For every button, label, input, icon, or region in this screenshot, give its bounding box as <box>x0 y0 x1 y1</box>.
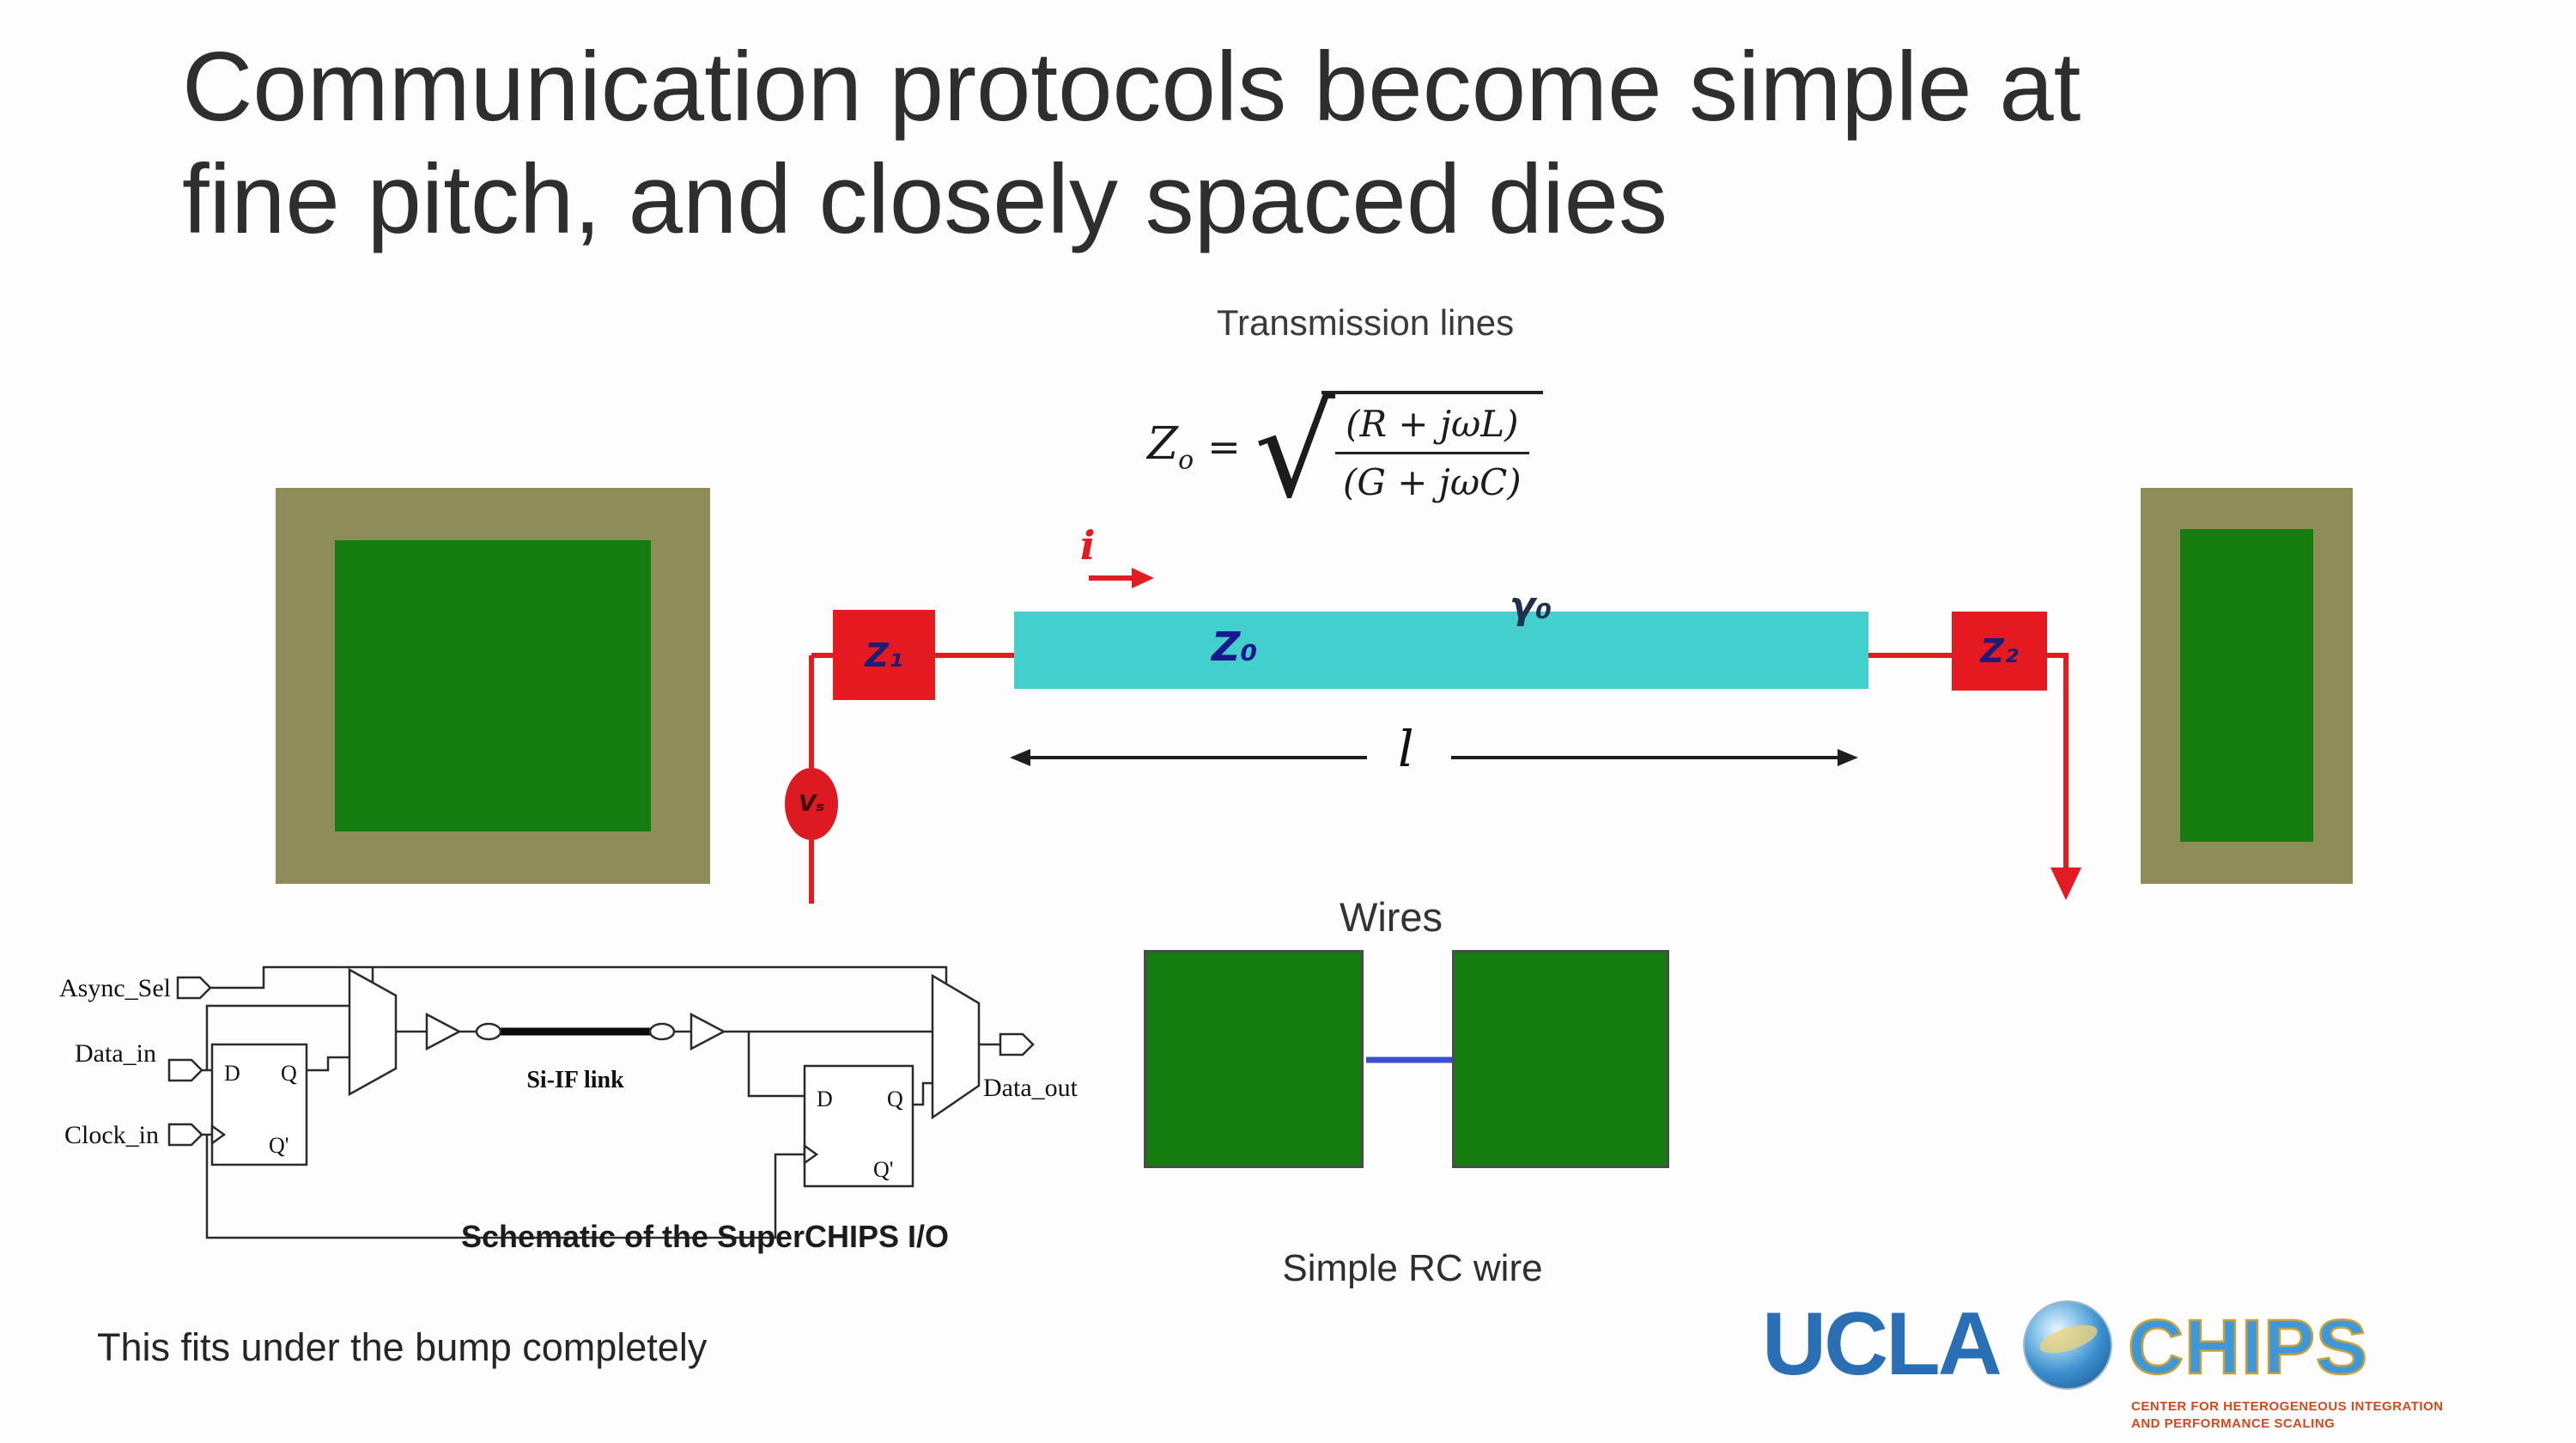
ff2-qbar-label: Q' <box>873 1157 893 1182</box>
gamma0-label: γ₀ <box>1510 584 1552 628</box>
data-in-port-icon <box>167 1058 204 1082</box>
transmission-lines-heading: Transmission lines <box>1216 302 1515 343</box>
slide-title-line1: Communication protocols become simple at <box>182 33 2081 142</box>
pad-oval-right-icon <box>648 1022 676 1041</box>
clock-in-port-icon <box>167 1123 204 1147</box>
formula-lhs: Zo <box>1147 418 1194 475</box>
load-wire <box>2047 653 2069 869</box>
data-out-label: Data_out <box>983 1074 1078 1102</box>
chips-logo-text: CHIPS <box>2127 1304 2369 1392</box>
superchips-io-schematic: Async_Sel Data_in Clock_in D Q Q' Si-IF … <box>59 965 1078 1254</box>
rc-wire-caption: Simple RC wire <box>1282 1247 1543 1289</box>
ff1-q-label: Q <box>281 1061 297 1086</box>
flip-flop-2 <box>803 1064 914 1188</box>
schematic-caption: Schematic of the SuperCHIPS I/O <box>461 1219 949 1254</box>
z0-label: Z₀ <box>1212 624 1258 670</box>
formula-equals: = <box>1207 423 1241 470</box>
length-arrowhead-left-icon <box>1010 749 1030 766</box>
clock-in-label: Clock_in <box>64 1121 159 1149</box>
z1-label: Z₁ <box>865 636 903 674</box>
async-select-rail <box>210 965 948 989</box>
slide-title-line2: fine pitch, and closely spaced dies <box>182 145 1668 255</box>
ff2-d-input-wire <box>747 1032 805 1098</box>
right-die <box>2141 488 2353 884</box>
flip-flop-2-clock-icon <box>803 1143 819 1166</box>
ff1-d-label: D <box>224 1061 240 1086</box>
ff1-q-to-mux1-wire <box>307 1056 349 1072</box>
mux-1 <box>348 967 398 1097</box>
formula-z: Z <box>1147 417 1179 470</box>
ff1-qbar-label: Q' <box>269 1133 289 1158</box>
globe-icon <box>2023 1300 2112 1390</box>
pad-oval-left-icon <box>475 1022 502 1041</box>
length-label: l <box>1398 720 1414 778</box>
ucla-logo-text: UCLA <box>1762 1294 2002 1394</box>
left-die <box>276 488 710 884</box>
rc-wire-left-die <box>1144 950 1364 1168</box>
chips-tagline-line1: CENTER FOR HETEROGENEOUS INTEGRATION <box>2131 1399 2444 1414</box>
z2-label: Z₂ <box>1980 632 2019 670</box>
source-impedance-box: Z₁ <box>833 610 935 700</box>
formula-numerator: (R + jωL) <box>1335 403 1529 454</box>
chips-tagline-line2: AND PERFORMANCE SCALING <box>2131 1416 2336 1432</box>
async-sel-label: Async_Sel <box>59 974 171 1002</box>
data-in-label: Data_in <box>75 1039 156 1068</box>
flip-flop-1 <box>210 1043 308 1166</box>
formula-fraction: (R + jωL) (G + jωC) <box>1321 390 1543 503</box>
impedance-formula: Zo = √ (R + jωL) (G + jωC) <box>1147 383 1543 515</box>
ff2-d-label: D <box>817 1087 833 1111</box>
data-bypass-wire <box>205 1004 349 1070</box>
mux-2 <box>931 973 981 1120</box>
current-label: i <box>1080 522 1096 569</box>
right-die-core <box>2180 529 2313 842</box>
formula-z-sub: o <box>1178 445 1194 476</box>
vsource-label: Vₛ <box>798 791 825 817</box>
rc-wire-right-die <box>1452 950 1669 1168</box>
wires-heading: Wires <box>1339 894 1443 940</box>
clock-distribution-wire <box>205 1135 805 1239</box>
load-arrowhead-icon <box>2050 868 2081 900</box>
transmission-line-bar: Z₀ <box>1014 612 1868 689</box>
flip-flop-1-clock-icon <box>210 1123 227 1146</box>
length-arrowhead-right-icon <box>1838 749 1858 766</box>
chips-logo-tagline: CENTER FOR HETEROGENEOUS INTEGRATION AND… <box>2131 1398 2444 1434</box>
voltage-source: Vₛ <box>785 768 838 840</box>
async-sel-port-icon <box>176 976 212 1000</box>
ff2-q-label: Q <box>887 1087 903 1111</box>
driver-buffer-icon <box>425 1012 462 1051</box>
si-if-link-label: Si-IF link <box>526 1067 624 1093</box>
ff2-q-to-mux2-wire <box>913 1081 933 1106</box>
bump-note: This fits under the bump completely <box>97 1325 708 1369</box>
data-out-port-icon <box>999 1032 1035 1056</box>
slide-title: Communication protocols become simple at… <box>182 31 2081 256</box>
current-arrowhead-icon <box>1132 568 1154 588</box>
formula-denominator: (G + jωC) <box>1342 460 1522 503</box>
radical-sign-icon: √ <box>1254 378 1336 526</box>
load-impedance-box: Z₂ <box>1952 612 2047 691</box>
left-die-core <box>335 540 651 831</box>
receiver-buffer-icon <box>690 1012 726 1051</box>
